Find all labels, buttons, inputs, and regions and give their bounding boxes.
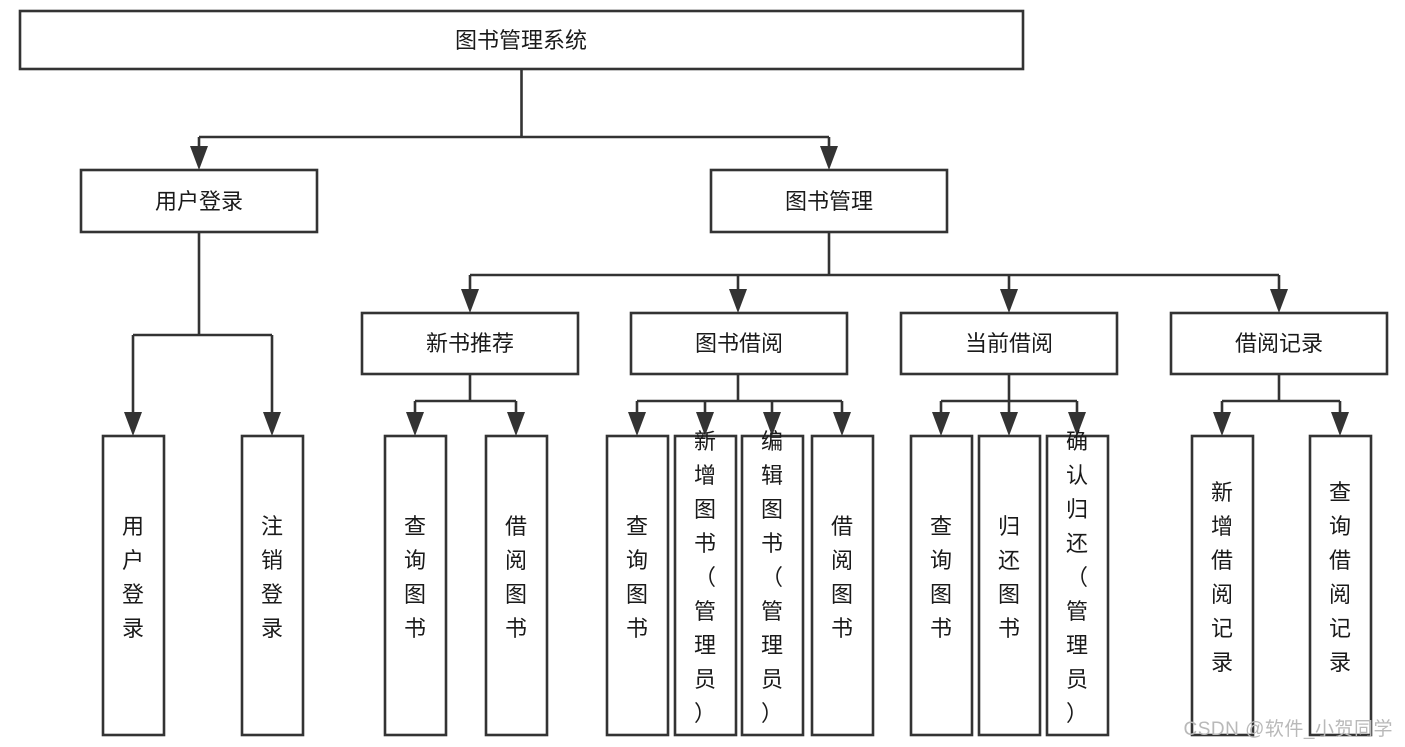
node-current-borrow-label: 当前借阅	[965, 331, 1053, 356]
leaf-br-query-record[interactable]: 查询借阅记录	[1308, 434, 1373, 737]
leaf-bb-edit-book-box[interactable]	[740, 434, 805, 737]
leaf-bb-edit-book-label: 编辑图书（管理员）	[761, 429, 783, 726]
node-current-borrow[interactable]: 当前借阅	[899, 311, 1119, 376]
leaf-logout[interactable]: 注销登录	[240, 434, 305, 737]
leaf-nb-borrow-book[interactable]: 借阅图书	[484, 434, 549, 737]
node-book-borrow-box[interactable]	[629, 311, 849, 376]
leaf-bb-borrow-book[interactable]: 借阅图书	[810, 434, 875, 737]
arrow-head-borrow-record	[1270, 289, 1288, 313]
leaf-bb-add-book-box[interactable]	[673, 434, 738, 737]
node-book-manage-box[interactable]	[709, 168, 949, 234]
leaf-bb-query-book-box[interactable]	[605, 434, 670, 737]
arrow-head-book-borrow	[729, 289, 747, 313]
node-new-book-recommend-box[interactable]	[360, 311, 580, 376]
leaf-bb-query-book-label: 查询图书	[626, 514, 648, 641]
leaf-bb-query-book[interactable]: 查询图书	[605, 434, 670, 737]
leaf-cb-return-book-label: 归还图书	[998, 514, 1020, 641]
node-book-manage-label: 图书管理	[785, 189, 873, 214]
leaf-bb-add-book-label: 新增图书（管理员）	[694, 429, 716, 726]
node-book-manage[interactable]: 图书管理	[709, 168, 949, 234]
arrow-head-bb-leaf-2	[696, 412, 714, 436]
arrow-head-book-manage	[820, 146, 838, 170]
arrow-head-bb-leaf-4	[833, 412, 851, 436]
arrow-head-cb-leaf-3	[1068, 412, 1086, 436]
leaf-cb-query-book-box[interactable]	[909, 434, 974, 737]
node-user-login-box[interactable]	[79, 168, 319, 234]
node-new-book-recommend[interactable]: 新书推荐	[360, 311, 580, 376]
leaf-bb-add-book[interactable]: 新增图书（管理员）	[673, 429, 738, 737]
leaf-cb-query-book[interactable]: 查询图书	[909, 434, 974, 737]
connector-layer	[124, 69, 1349, 436]
node-book-borrow[interactable]: 图书借阅	[629, 311, 849, 376]
node-user-login-label: 用户登录	[155, 189, 243, 214]
leaf-logout-box[interactable]	[240, 434, 305, 737]
leaf-nb-query-book-label: 查询图书	[404, 514, 426, 641]
leaf-cb-return-book-box[interactable]	[977, 434, 1042, 737]
csdn-watermark: CSDN @软件_小贺同学	[1183, 719, 1393, 740]
arrow-head-cb-leaf-2	[1000, 412, 1018, 436]
arrow-head-br-leaf-2	[1331, 412, 1349, 436]
arrow-head-user-login	[190, 146, 208, 170]
leaf-nb-query-book-box[interactable]	[383, 434, 448, 737]
leaf-cb-confirm-return-box[interactable]	[1045, 434, 1110, 737]
arrow-head-bb-leaf-1	[628, 412, 646, 436]
node-new-book-recommend-label: 新书推荐	[426, 331, 514, 356]
leaf-user-login-box[interactable]	[101, 434, 166, 737]
node-book-borrow-label: 图书借阅	[695, 331, 783, 356]
arrow-head-cb-leaf-1	[932, 412, 950, 436]
node-borrow-record-box[interactable]	[1169, 311, 1389, 376]
leaf-br-query-record-label: 查询借阅记录	[1329, 480, 1351, 675]
arrow-head-new-book	[461, 289, 479, 313]
node-root-label: 图书管理系统	[455, 28, 587, 53]
leaf-cb-confirm-return-label: 确认归还（管理员）	[1066, 429, 1088, 726]
leaf-bb-borrow-book-box[interactable]	[810, 434, 875, 737]
leaf-br-add-record[interactable]: 新增借阅记录	[1190, 434, 1255, 737]
leaf-nb-borrow-book-box[interactable]	[484, 434, 549, 737]
arrow-head-leaf-logout	[263, 412, 281, 436]
arrow-head-leaf-user-login	[124, 412, 142, 436]
arrow-head-br-leaf-1	[1213, 412, 1231, 436]
node-root[interactable]: 图书管理系统	[18, 9, 1025, 71]
node-borrow-record[interactable]: 借阅记录	[1169, 311, 1389, 376]
leaf-br-add-record-label: 新增借阅记录	[1211, 480, 1233, 675]
node-root-box[interactable]	[18, 9, 1025, 71]
leaf-cb-return-book[interactable]: 归还图书	[977, 434, 1042, 737]
leaf-user-login-label: 用户登录	[122, 514, 144, 641]
leaf-nb-query-book[interactable]: 查询图书	[383, 434, 448, 737]
leaf-bb-edit-book[interactable]: 编辑图书（管理员）	[740, 429, 805, 737]
node-user-login[interactable]: 用户登录	[79, 168, 319, 234]
leaf-logout-label: 注销登录	[261, 514, 283, 641]
arrow-head-nb-leaf-1	[406, 412, 424, 436]
leaf-br-query-record-box[interactable]	[1308, 434, 1373, 737]
leaf-cb-confirm-return[interactable]: 确认归还（管理员）	[1045, 429, 1110, 737]
leaf-bb-borrow-book-label: 借阅图书	[831, 514, 853, 641]
arrow-head-current-borrow	[1000, 289, 1018, 313]
leaf-cb-query-book-label: 查询图书	[930, 514, 952, 641]
leaf-nb-borrow-book-label: 借阅图书	[505, 514, 527, 641]
leaf-br-add-record-box[interactable]	[1190, 434, 1255, 737]
arrow-head-bb-leaf-3	[763, 412, 781, 436]
arrow-head-nb-leaf-2	[507, 412, 525, 436]
leaf-user-login[interactable]: 用户登录	[101, 434, 166, 737]
node-borrow-record-label: 借阅记录	[1235, 331, 1323, 356]
node-current-borrow-box[interactable]	[899, 311, 1119, 376]
